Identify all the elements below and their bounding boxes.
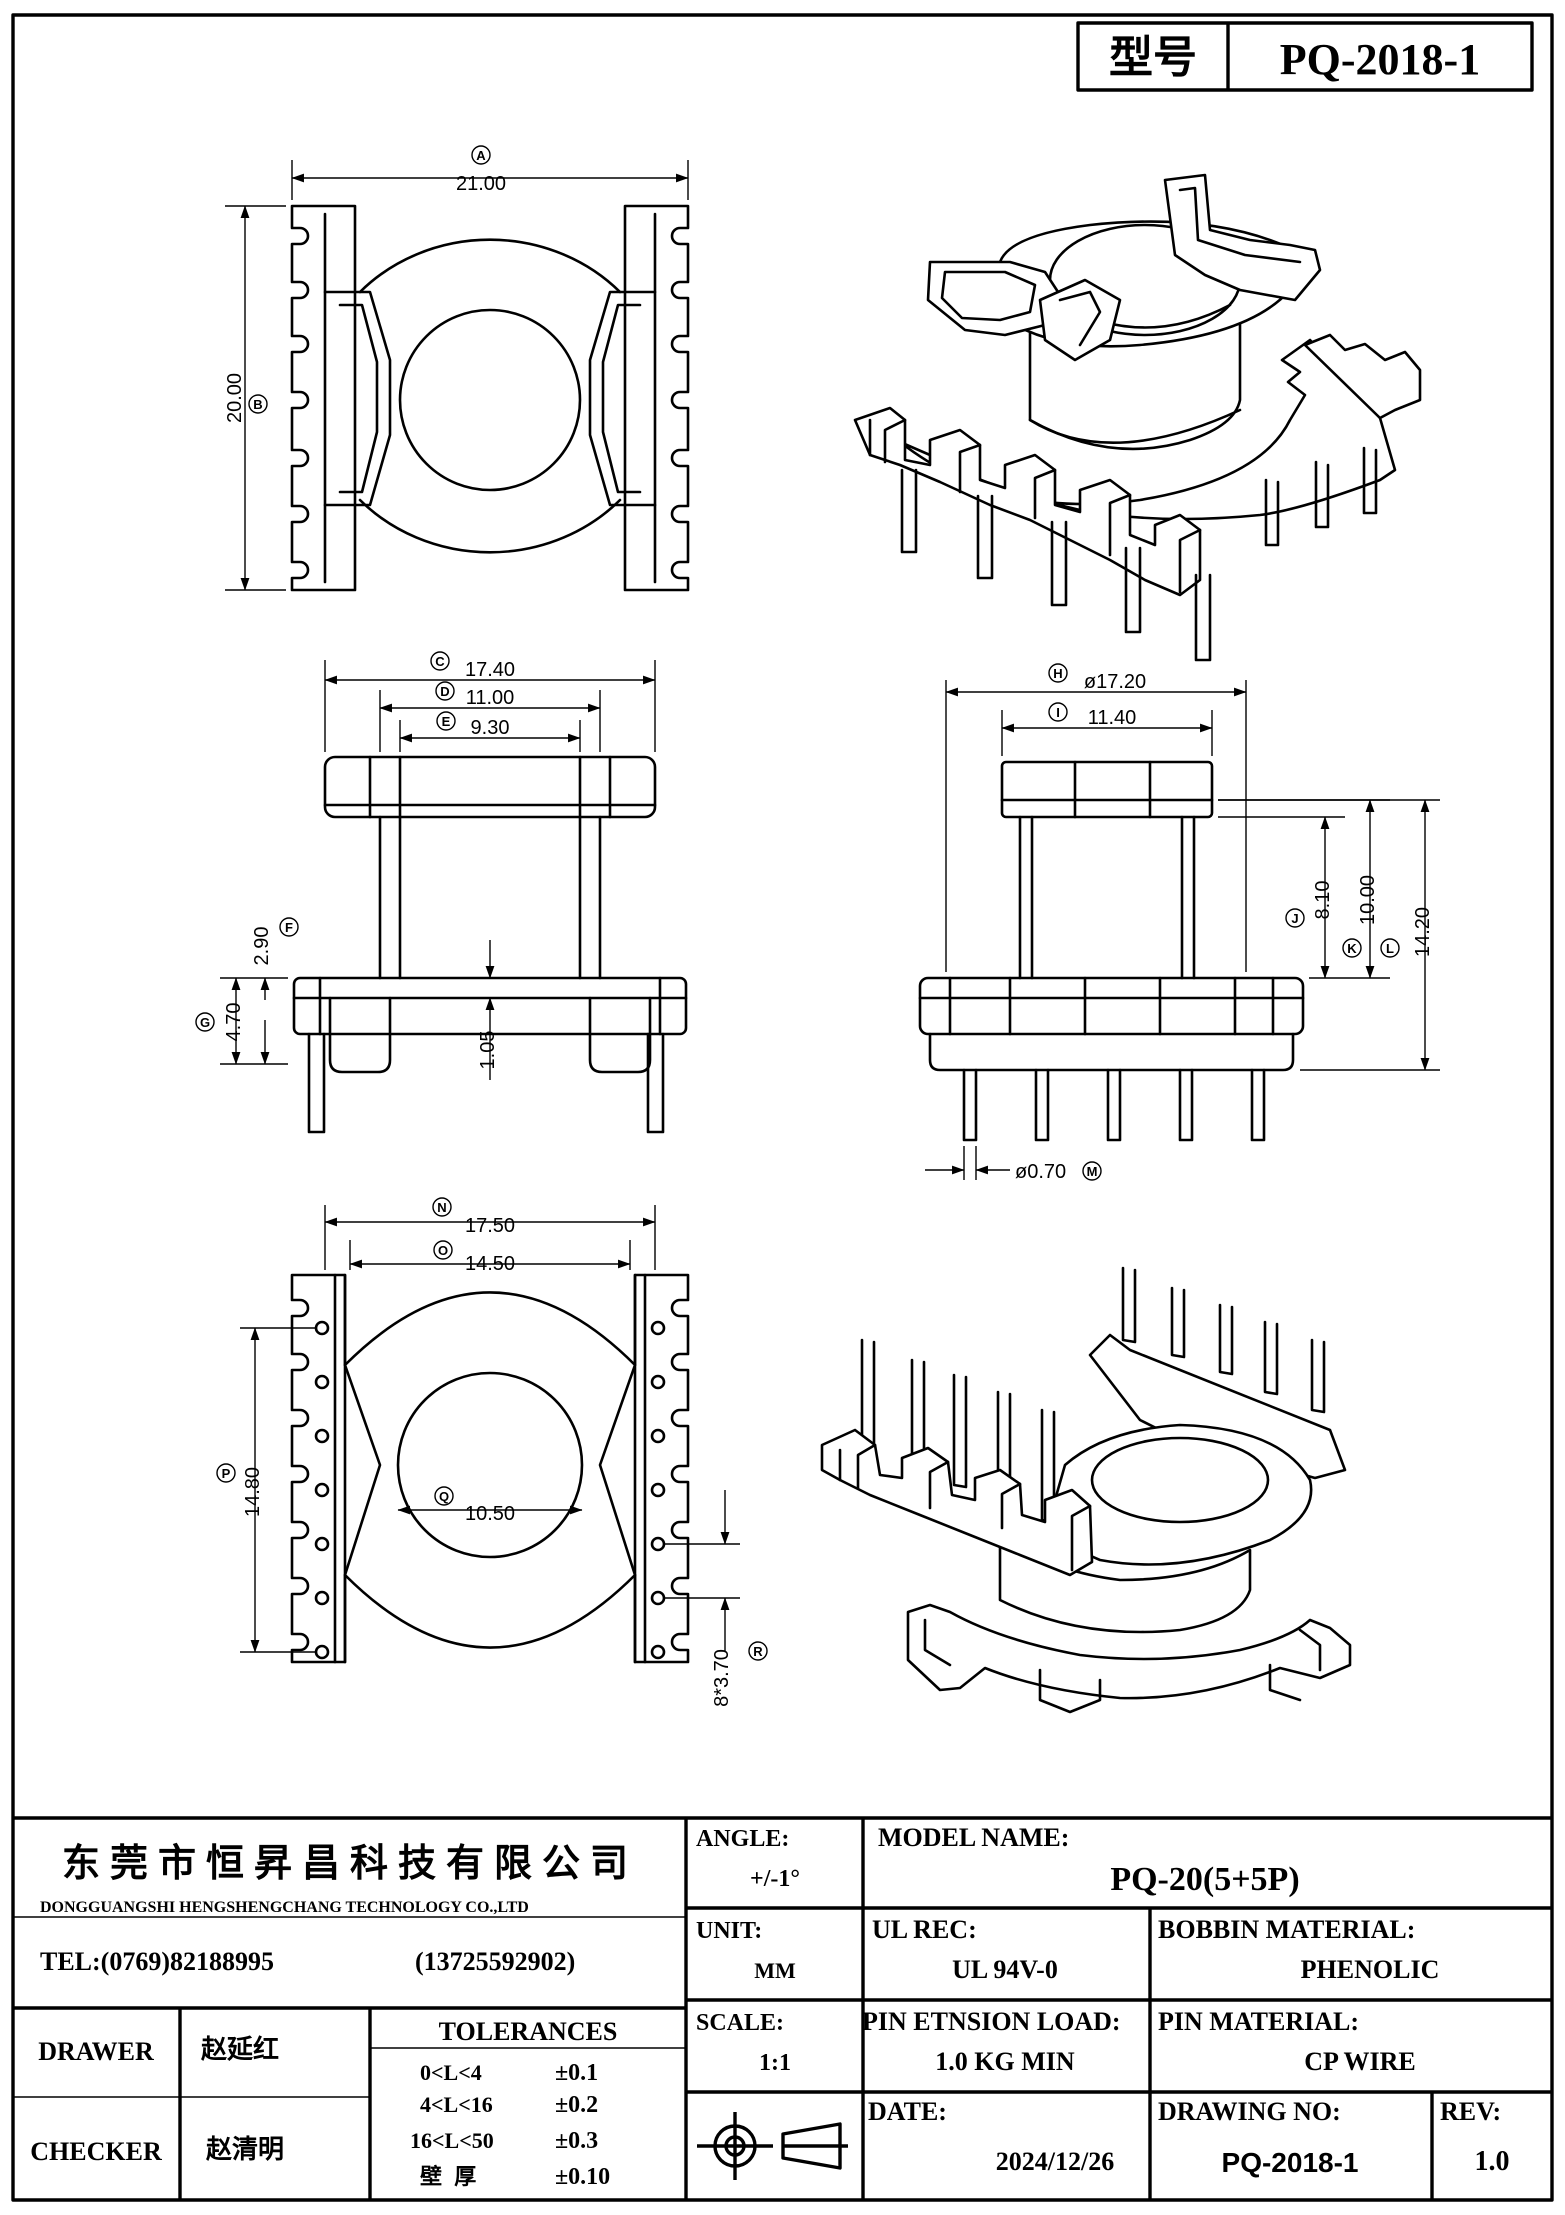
pin-load-label: PIN ETNSION LOAD: [862, 2007, 1121, 2036]
tolerances-label: TOLERANCES [439, 2017, 618, 2046]
dim-tag-k: K [1347, 941, 1357, 956]
dim-d-value: 11.00 [466, 687, 515, 709]
dim-tag-m: M [1087, 1164, 1098, 1179]
isometric-view-top [853, 173, 1422, 662]
dim-c-value: 17.40 [465, 659, 515, 681]
dim-p-value: 14.80 [242, 1467, 264, 1517]
pin-material-value: CP WIRE [1304, 2047, 1416, 2076]
date-label: DATE: [868, 2097, 947, 2126]
dim-a-value: 21.00 [456, 173, 506, 195]
model-name-value: PQ-20(5+5P) [1110, 1861, 1299, 1898]
dim-tag-e: E [442, 714, 451, 729]
dim-h-value: ø17.20 [1084, 671, 1146, 693]
dim-j-value: 8.10 [1312, 881, 1334, 920]
dim-gap-value: 1.05 [477, 1031, 499, 1070]
model-name-label: MODEL NAME: [878, 1823, 1069, 1852]
bobbin-material-value: PHENOLIC [1301, 1955, 1440, 1984]
drawing-no-value: PQ-2018-1 [1222, 2147, 1359, 2178]
pin-load-value: 1.0 KG MIN [935, 2047, 1075, 2076]
dim-q-value: 10.50 [465, 1503, 515, 1525]
bottom-view: N 17.50 O 14.50 P 14.80 Q 10.50 8*3.70 R [216, 1197, 768, 1707]
dim-g-value: 4.70 [223, 1003, 245, 1042]
dim-k-value: 10.00 [1357, 875, 1379, 925]
title-block: 东莞市恒昇昌科技有限公司 DONGGUANGSHI HENGSHENGCHANG… [13, 1816, 1552, 2200]
model-box: 型号 PQ-2018-1 [1076, 21, 1534, 92]
dim-e-value: 9.30 [471, 717, 510, 739]
dim-m-value: ø0.70 [1015, 1161, 1066, 1183]
dim-tag-f: F [285, 920, 293, 935]
side-view: H ø17.20 I 11.40 8.10 J 10.00 K L 14.20 … [918, 663, 1440, 1183]
model-label: 型号 [1109, 33, 1197, 82]
dim-tag-b: B [253, 397, 262, 412]
unit-value: MM [754, 1958, 796, 1983]
dim-f-value: 2.90 [251, 927, 273, 966]
isometric-view-bottom [820, 1266, 1352, 1714]
tol-range-2: 4<L<16 [420, 2092, 493, 2117]
tol-range-1: 0<L<4 [420, 2060, 482, 2085]
pins-right [1264, 446, 1378, 547]
dim-tag-c: C [435, 654, 445, 669]
dim-tag-i: I [1056, 705, 1060, 720]
tol-range-3: 16<L<50 [410, 2128, 494, 2153]
company-tel: TEL:(0769)82188995 [40, 1947, 274, 1976]
dim-tag-o: O [438, 1243, 448, 1258]
drawing-no-label: DRAWING NO: [1158, 2097, 1341, 2126]
tol-value-3: ±0.3 [555, 2128, 598, 2154]
tol-value-1: ±0.1 [555, 2060, 598, 2086]
dim-tag-a: A [476, 148, 486, 163]
pin-material-label: PIN MATERIAL: [1158, 2007, 1359, 2036]
dim-tag-n: N [437, 1200, 446, 1215]
dim-tag-d: D [440, 684, 449, 699]
company-name-cn: 东莞市恒昇昌科技有限公司 [62, 1843, 638, 1885]
dim-tag-j: J [1291, 911, 1298, 926]
drawer-name: 赵延红 [200, 2034, 279, 2064]
unit-label: UNIT: [696, 1918, 762, 1944]
pin-holes-right [650, 1320, 666, 1660]
checker-name: 赵清明 [205, 2134, 284, 2164]
pin-holes-left [314, 1320, 330, 1660]
angle-value: +/-1° [750, 1866, 800, 1892]
front-view: C 17.40 D 11.00 E 9.30 2.90 F 4.70 G 1.0… [195, 651, 688, 1134]
dim-b-value: 20.00 [224, 373, 246, 423]
rev-value: 1.0 [1475, 2146, 1510, 2177]
angle-label: ANGLE: [696, 1826, 789, 1852]
bobbin-material-label: BOBBIN MATERIAL: [1158, 1915, 1415, 1944]
ul-value: UL 94V-0 [952, 1955, 1058, 1984]
rev-label: REV: [1440, 2097, 1501, 2126]
dim-tag-p: P [222, 1466, 231, 1481]
tol-range-4: 壁 厚 [420, 2164, 476, 2189]
tol-value-2: ±0.2 [555, 2092, 598, 2118]
ul-label: UL REC: [872, 1915, 977, 1944]
projection-symbol [697, 2112, 848, 2180]
dim-i-value: 11.40 [1088, 707, 1137, 729]
outer-frame [11, 13, 1554, 2202]
dim-tag-l: L [1386, 941, 1394, 956]
dim-tag-g: G [200, 1015, 210, 1030]
dim-n-value: 17.50 [465, 1215, 515, 1237]
company-mobile: (13725592902) [415, 1947, 575, 1976]
dim-r-value: 8*3.70 [711, 1649, 733, 1707]
company-name-en: DONGGUANGSHI HENGSHENGCHANG TECHNOLOGY C… [40, 1899, 529, 1916]
model-number: PQ-2018-1 [1280, 35, 1480, 84]
drawer-label: DRAWER [38, 2037, 154, 2066]
pins-left [900, 468, 1212, 662]
dim-l-value: 14.20 [1412, 907, 1434, 957]
scale-label: SCALE: [696, 2010, 784, 2036]
checker-label: CHECKER [30, 2137, 162, 2166]
date-value: 2024/12/26 [996, 2147, 1114, 2176]
scale-value: 1:1 [759, 2050, 791, 2076]
dim-tag-q: Q [439, 1489, 449, 1504]
tol-value-4: ±0.10 [555, 2164, 610, 2190]
top-view: A 21.00 20.00 B [224, 145, 690, 592]
dim-o-value: 14.50 [465, 1253, 515, 1275]
dim-tag-h: H [1053, 666, 1062, 681]
dim-tag-r: R [753, 1644, 763, 1659]
